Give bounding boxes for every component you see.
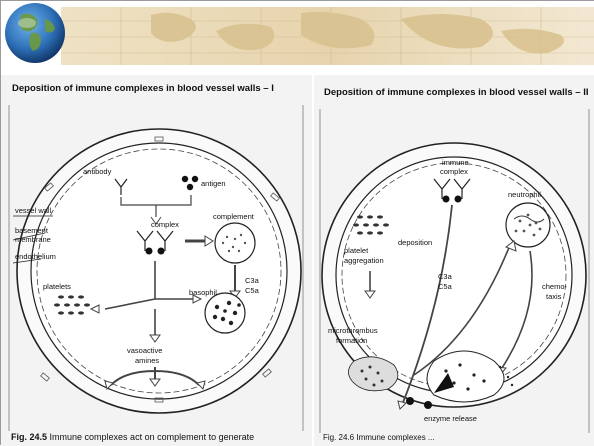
label-antibody: antibody (83, 167, 112, 176)
label-platelet: platelet (344, 246, 369, 255)
label-aggregation: aggregation (344, 256, 384, 265)
caption-figure-number: Fig. 24.5 (11, 432, 47, 442)
label-antigen: antigen (201, 179, 226, 188)
basophil-cell (205, 293, 245, 333)
label-amines: amines (135, 356, 159, 365)
label-c5a: C5a (245, 286, 260, 295)
label-membrane: membrane (15, 235, 51, 244)
complement-cell (215, 223, 255, 263)
label-endothelium: endothelium (15, 252, 56, 261)
slide-banner (1, 1, 594, 75)
label-vessel-wall: vessel wall (15, 206, 52, 215)
label-chemo: chemo- (542, 282, 568, 291)
label-vasoactive: vasoactive (127, 346, 162, 355)
label-taxis: taxis (546, 292, 562, 301)
diagram-panel-2: Deposition of immune complexes in blood … (314, 75, 594, 446)
label-platelets: platelets (43, 282, 71, 291)
label-c3a-2: C3a (438, 272, 453, 281)
label-enzyme-release: enzyme release (424, 414, 477, 423)
label-complex: complex (151, 220, 179, 229)
figure-caption: Fig. 24.5 Immune complexes act on comple… (11, 432, 254, 442)
label-deposition: deposition (398, 238, 432, 247)
figure-caption-2: Fig. 24.6 Immune complexes ... (323, 433, 435, 442)
label-neutrophil: neutrophil (508, 190, 541, 199)
label-microthrombus: microthrombus (328, 326, 378, 335)
label-formation: formation (336, 336, 367, 345)
label-complex-2: complex (440, 167, 468, 176)
label-complement: complement (213, 212, 255, 221)
label-basement: basement (15, 226, 49, 235)
neutrophil-cell (506, 203, 550, 247)
caption-text: Immune complexes act on complement to ge… (50, 432, 255, 442)
diagram-panel-1: Deposition of immune complexes in blood … (1, 75, 312, 446)
label-basophil: basophil (189, 288, 217, 297)
label-immune: immune (442, 158, 469, 167)
diagram-2: immune complex neutrophil platelet aggre… (314, 75, 594, 446)
label-c5a-2: C5a (438, 282, 453, 291)
diagram-1: antibody antigen vessel wall basement me… (1, 75, 312, 446)
label-c3a: C3a (245, 276, 260, 285)
